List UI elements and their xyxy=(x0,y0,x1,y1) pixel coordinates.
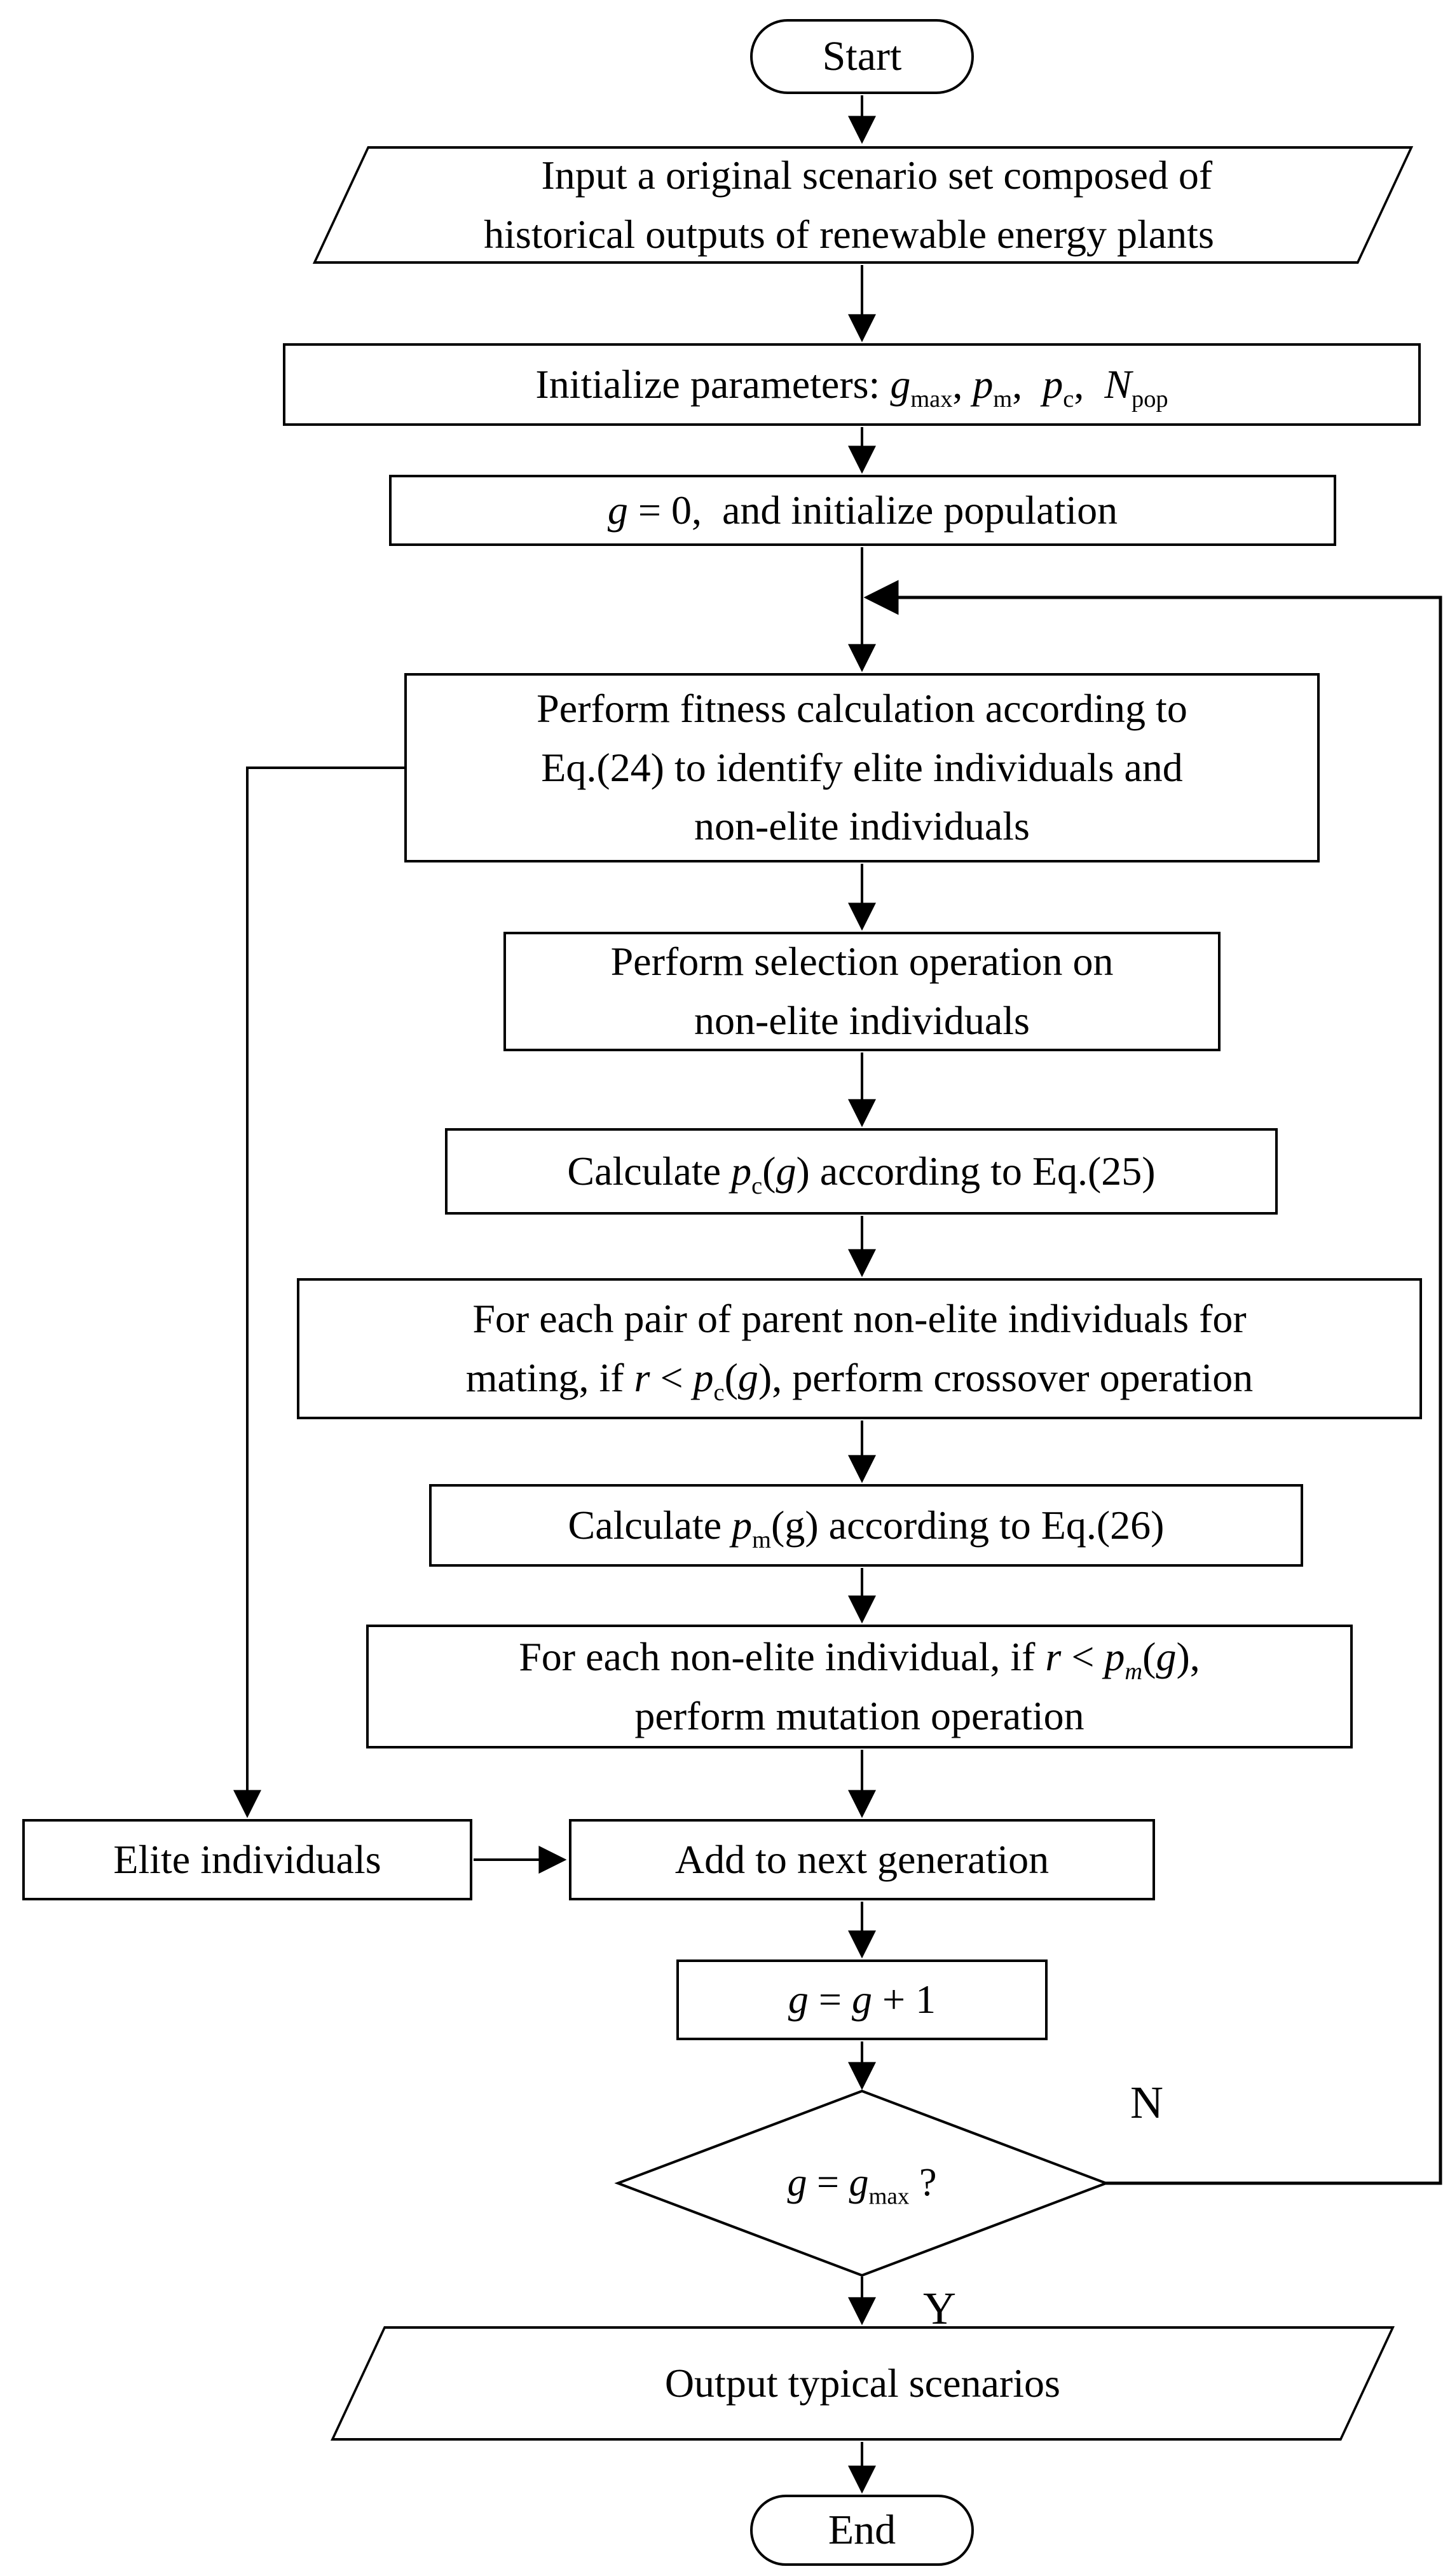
init-population-node: g = 0, and initialize population xyxy=(389,475,1336,546)
input-scenarios-node: Input a original scenario set composed o… xyxy=(312,146,1414,264)
decision-gmax-label: g = gmax ? xyxy=(787,2161,937,2210)
output-scenarios-node: Output typical scenarios xyxy=(331,2326,1395,2441)
add-next-generation-node: Add to next generation xyxy=(569,1819,1155,1900)
decision-diamond-shape xyxy=(614,2089,1110,2277)
end-node: End xyxy=(750,2495,974,2566)
increment-g-node: g = g + 1 xyxy=(676,1959,1048,2040)
branch-label-no: N xyxy=(1130,2077,1163,2128)
elite-individuals-node: Elite individuals xyxy=(22,1819,472,1900)
init-params-node: Initialize parameters: gmax, pm, pc, Npo… xyxy=(283,343,1421,426)
mutation-operation-node: For each non-elite individual, if r < pm… xyxy=(366,1625,1353,1748)
start-node: Start xyxy=(750,19,974,94)
branch-label-yes: Y xyxy=(923,2283,956,2334)
crossover-operation-node: For each pair of parent non-elite indivi… xyxy=(297,1278,1422,1419)
calc-pm-node: Calculate pm(g) according to Eq.(26) xyxy=(429,1484,1303,1567)
fitness-calculation-node: Perform fitness calculation according to… xyxy=(404,673,1320,862)
line-fitness-to-elite xyxy=(233,767,404,1818)
calc-pc-node: Calculate pc(g) according to Eq.(25) xyxy=(445,1128,1278,1215)
arrow-loop-back-no-branch xyxy=(863,580,1442,2185)
